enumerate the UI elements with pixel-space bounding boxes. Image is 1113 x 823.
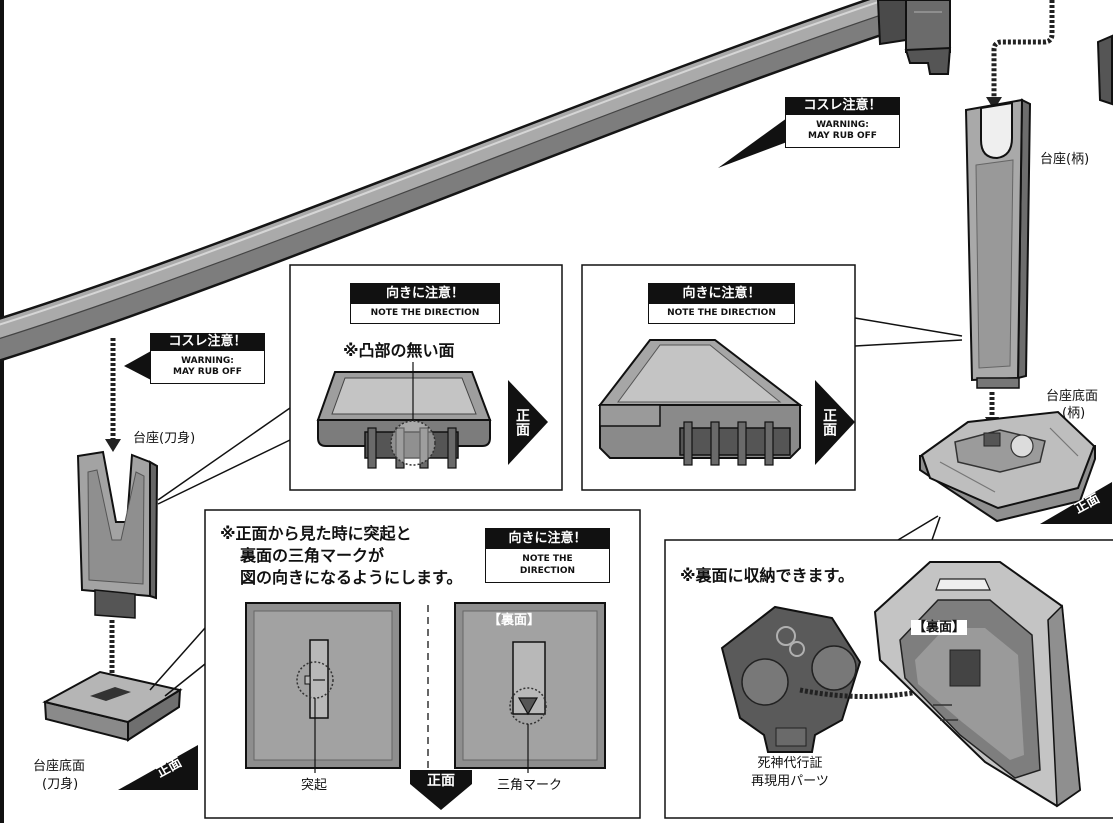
blade-stand	[76, 450, 159, 619]
panel-3-instruction-line-3: 図の向きになるようにします。	[240, 568, 463, 587]
warning-title: コスレ注意！	[785, 97, 900, 115]
notice-title: 向きに注意！	[485, 528, 610, 549]
front-arrow-panel-1-label: 正面	[514, 408, 530, 436]
warning-title: コスレ注意！	[150, 333, 265, 351]
warning-line-1: WARNING:	[816, 120, 869, 130]
protrusion-label: 突起	[301, 778, 328, 793]
badge-part-label-2: 再現用パーツ	[751, 774, 829, 789]
warning-line-2: MAY RUB OFF	[173, 367, 242, 377]
shinigami-badge-part	[720, 605, 862, 753]
hilt-stand	[964, 98, 1032, 389]
front-arrow-panel-2	[815, 380, 855, 465]
triangle-mark-icon	[517, 697, 539, 716]
warning-line-2: MAY RUB OFF	[808, 131, 877, 141]
notice-text: NOTE THE DIRECTION	[350, 304, 500, 324]
notice-text: NOTE THE DIRECTION	[648, 304, 795, 324]
panel-3-instruction-line-1: ※正面から見た時に突起と	[220, 524, 412, 543]
blade-stand-label: 台座(刀身)	[133, 431, 196, 446]
left-edge-bar	[0, 0, 4, 823]
dotted-arrow-blade-stand	[105, 338, 121, 452]
warning-line-1: WARNING:	[181, 356, 234, 366]
base-front-square	[245, 602, 401, 773]
front-arrow-panel-2-label: 正面	[821, 408, 837, 436]
front-arrow-hilt-base	[1040, 482, 1112, 524]
dotted-arrow-hilt	[986, 0, 1055, 110]
hilt-base-label-1: 台座底面	[1046, 389, 1099, 404]
warning-text: WARNING: MAY RUB OFF	[785, 115, 900, 148]
front-arrow-panel-3	[410, 770, 472, 810]
panel-3-instruction-line-2: 裏面の三角マークが	[240, 546, 385, 565]
notice-text: NOTE THE DIRECTION	[485, 549, 610, 583]
blade-base-label-1: 台座底面	[33, 759, 86, 774]
no-protrusion-circle	[390, 420, 436, 466]
warning-label-left: コスレ注意！ WARNING: MAY RUB OFF	[150, 333, 265, 384]
notice-title: 向きに注意！	[350, 283, 500, 304]
hilt-base-label-2: (柄)	[1062, 406, 1086, 421]
front-arrow-panel-3-label: 正面	[427, 773, 455, 789]
triangle-mark-label: 三角マーク	[497, 778, 563, 793]
panel-1-direction-notice: 向きに注意！ NOTE THE DIRECTION	[350, 283, 500, 324]
warning-text: WARNING: MAY RUB OFF	[150, 351, 265, 384]
warning-pointer-top	[718, 118, 787, 168]
hilt-stand-label: 台座(柄)	[1040, 152, 1090, 167]
panel-2-direction-notice: 向きに注意！ NOTE THE DIRECTION	[648, 283, 795, 324]
blade-base	[42, 670, 183, 742]
blade-base-label-2: (刀身)	[42, 777, 79, 792]
warning-label-top: コスレ注意！ WARNING: MAY RUB OFF	[785, 97, 900, 148]
notice-title: 向きに注意！	[648, 283, 795, 304]
panel-3-direction-notice: 向きに注意！ NOTE THE DIRECTION	[485, 528, 610, 583]
panel-3-back-label: 【裏面】	[488, 613, 541, 628]
badge-part-label-1: 死神代行証	[757, 756, 823, 771]
hilt-end-part	[1096, 34, 1113, 106]
callout-lines	[149, 317, 963, 697]
front-arrow-blade-base	[118, 745, 198, 790]
front-arrow-panel-1	[508, 380, 548, 465]
panel-1-note: ※凸部の無い面	[343, 341, 455, 360]
panel-4-back-label: 【裏面】	[911, 620, 968, 635]
notice-text-line-1: NOTE THE	[522, 554, 573, 564]
warning-pointer-left	[124, 351, 151, 380]
notice-text-line-2: DIRECTION	[519, 566, 576, 576]
base-back-square	[454, 602, 606, 773]
blade-hilt-holder	[876, 0, 952, 75]
hilt-base	[919, 410, 1096, 523]
panel-4-note: ※裏面に収納できます。	[680, 566, 854, 585]
